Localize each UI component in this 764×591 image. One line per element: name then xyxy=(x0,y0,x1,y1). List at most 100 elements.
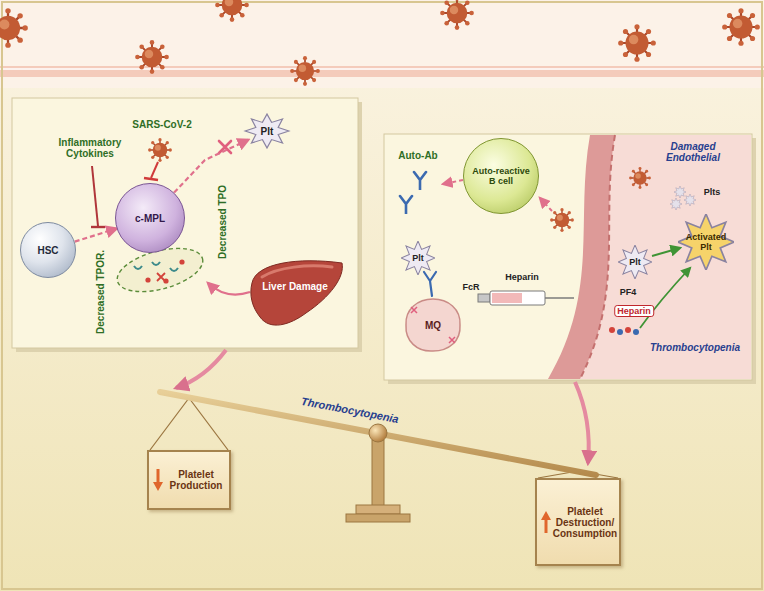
node-text: Liver Damage xyxy=(262,281,328,292)
text-group: Platelet Production xyxy=(167,469,225,491)
text-group: Auto-reactive B cell xyxy=(471,166,531,186)
destruction-scene xyxy=(684,194,696,206)
text-group: Liver Damage xyxy=(262,281,328,292)
platelet-shape xyxy=(245,114,289,148)
destruction-scene xyxy=(401,241,435,275)
background xyxy=(0,68,764,70)
virus-particle xyxy=(440,0,474,30)
cell-label: Activated Plt xyxy=(681,232,731,252)
destruction-scene xyxy=(609,327,615,333)
balance-scale xyxy=(150,398,189,450)
receptor-label: FcR xyxy=(462,282,479,292)
up-arrow xyxy=(541,511,551,533)
destruction-scene xyxy=(678,214,734,270)
panel xyxy=(12,98,756,384)
effect-label: Decreased TPO xyxy=(217,185,228,259)
destruction-scene xyxy=(550,208,574,232)
dashed-arrow xyxy=(75,229,117,242)
liver: Liver Damage xyxy=(248,255,346,333)
protein-label: PF4 xyxy=(620,287,637,297)
destruction-scene xyxy=(478,294,490,302)
background xyxy=(0,0,764,88)
panel xyxy=(384,134,752,380)
factor-label: Inflammatory Cytokines xyxy=(49,137,131,159)
stem-cell: HSC xyxy=(20,222,76,278)
outcome-box: Platelet Production xyxy=(147,450,231,510)
pathogen-label: SARS-CoV-2 xyxy=(132,119,191,130)
node-text: Platelet Destruction/ Consumption xyxy=(553,506,617,539)
outcome-box: Platelet Destruction/ Consumption xyxy=(535,478,621,566)
balance-scale xyxy=(356,505,400,514)
destruction-scene xyxy=(443,180,463,184)
virus-particle xyxy=(215,0,249,22)
megakaryocyte: c-MPL xyxy=(115,183,185,253)
region-label: Damaged Endothelial xyxy=(650,141,736,163)
node-text: c-MPL xyxy=(135,213,165,224)
macrophage-shape xyxy=(411,307,455,343)
balance-scale xyxy=(346,514,410,522)
destruction-scene xyxy=(674,186,686,198)
production-scene xyxy=(92,166,98,226)
destruction-scene xyxy=(580,135,751,379)
virus-particle xyxy=(290,56,320,86)
destruction-scene xyxy=(640,268,690,328)
destruction-scene xyxy=(540,198,552,211)
text-group: c-MPL xyxy=(135,213,165,224)
destruction-scene xyxy=(490,291,545,305)
production-scene xyxy=(151,162,158,178)
destruction-scene xyxy=(424,272,436,296)
down-arrow xyxy=(153,469,163,491)
production-scene xyxy=(148,138,172,162)
destruction-scene xyxy=(414,172,426,190)
cell-label: Plts xyxy=(704,187,721,197)
background xyxy=(0,66,764,77)
macrophage-shape xyxy=(406,299,460,351)
scale-label: Thrombocytopenia xyxy=(300,395,400,425)
virus-particle xyxy=(0,0,760,86)
destruction-scene xyxy=(545,297,574,299)
virus-particle xyxy=(722,8,760,46)
antibody-label: Auto-Ab xyxy=(398,150,437,161)
balance-scale xyxy=(372,440,384,506)
effect-label: Decreased TPOR. xyxy=(95,250,106,334)
destruction-scene xyxy=(625,327,631,333)
destruction-scene xyxy=(629,167,651,189)
node-text: HSC xyxy=(37,245,58,256)
virus-particle xyxy=(618,24,656,62)
panel xyxy=(12,98,358,348)
dashed-arrow xyxy=(174,140,248,193)
production-scene xyxy=(144,178,158,180)
virus-particle xyxy=(0,8,28,48)
destruction-scene xyxy=(652,248,680,256)
destruction-scene xyxy=(618,245,652,279)
node-text: Auto-reactive B cell xyxy=(471,166,531,186)
platelet: Plt xyxy=(245,114,289,148)
text-group: Plt xyxy=(261,126,274,137)
production-scene xyxy=(179,259,184,264)
virus-particle xyxy=(135,40,169,74)
text-group: MQ xyxy=(425,320,441,331)
node-text: MQ xyxy=(425,320,441,331)
destruction-scene xyxy=(492,293,522,303)
destruction-scene xyxy=(617,329,623,335)
production-scene xyxy=(91,138,250,300)
balance-scale xyxy=(575,382,589,463)
text-group: HSC xyxy=(37,245,58,256)
liver-shape xyxy=(248,255,346,333)
balance-scale xyxy=(176,350,226,388)
liver-shape xyxy=(262,266,332,277)
destruction-scene xyxy=(633,329,639,335)
production-scene xyxy=(145,277,150,282)
node-text: Platelet Production xyxy=(167,469,225,491)
outcome-label: Thrombocytopenia xyxy=(650,342,740,353)
production-scene xyxy=(157,273,165,281)
liver-shape xyxy=(251,261,343,325)
cell-label: Plt xyxy=(412,253,424,263)
destruction-scene xyxy=(548,135,751,379)
up-arrow xyxy=(541,511,551,533)
